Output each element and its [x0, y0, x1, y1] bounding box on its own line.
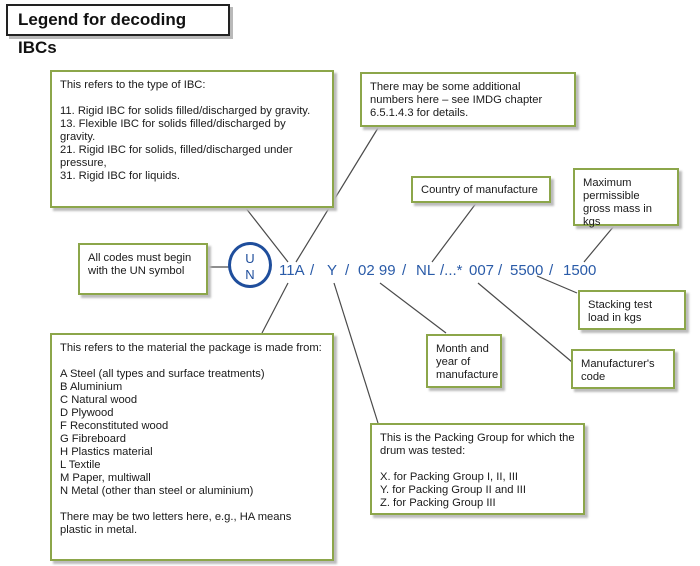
material-box: This refers to the material the package … [50, 333, 334, 561]
code-separator: / [402, 262, 407, 279]
ibc-type-intro: This refers to the type of IBC: [60, 79, 206, 91]
un-symbol-box: All codes must begin with the UN symbol [78, 243, 208, 295]
country-text: Country of manufacture [421, 184, 538, 196]
code-country: NL [416, 262, 436, 279]
month-year-text: Month and year of manufacture [436, 343, 499, 381]
code-separator-ellipsis: /...* [440, 262, 463, 279]
gross-mass-text: Maximum permissible gross mass in kgs [583, 177, 653, 228]
connector-packing-group [333, 282, 379, 424]
material-item: H Plastics material [60, 446, 153, 458]
additional-numbers-text: There may be some additional numbers her… [370, 81, 543, 119]
code-packing-group: Y [327, 262, 338, 279]
connector-gross-mass [583, 225, 615, 263]
additional-numbers-box: There may be some additional numbers her… [360, 72, 576, 127]
code-separator: / [310, 262, 315, 279]
material-note: There may be two letters here, e.g., HA … [60, 511, 292, 536]
manufacturer-box: Manufacturer's code [571, 349, 675, 389]
packing-group-intro: This is the Packing Group for which the … [380, 432, 575, 457]
ibc-type-item: 11. Rigid IBC for solids filled/discharg… [60, 105, 311, 117]
code-gross-mass: 1500 [563, 262, 597, 279]
connector-additional [295, 127, 379, 263]
code-separator: / [498, 262, 503, 279]
code-stacking-load: 5500 [510, 262, 544, 279]
legend-title: Legend for decoding IBCs [6, 4, 230, 57]
packing-group-box: This is the Packing Group for which the … [370, 423, 585, 515]
material-item: A Steel (all types and surface treatment… [60, 368, 265, 380]
packing-group-item: X. for Packing Group I, II, III [380, 471, 519, 483]
connector-material [261, 282, 289, 334]
stacking-text: Stacking test load in kgs [588, 299, 653, 324]
month-year-box: Month and year of manufacture [426, 334, 502, 388]
ibc-type-box: This refers to the type of IBC: 11. Rigi… [50, 70, 334, 208]
connector-ibc-type [244, 206, 289, 263]
un-symbol-icon: U N [228, 242, 272, 288]
material-item: G Fibreboard [60, 433, 126, 445]
material-intro: This refers to the material the package … [60, 342, 322, 354]
material-item: L Textile [60, 459, 101, 471]
gross-mass-box: Maximum permissible gross mass in kgs [573, 168, 679, 228]
material-item: C Natural wood [60, 394, 138, 406]
connector-country [431, 201, 478, 263]
connector-month-year [379, 282, 447, 334]
code-type: 11A [279, 262, 305, 279]
material-item: F Reconstituted wood [60, 420, 169, 432]
ibc-type-item: 31. Rigid IBC for liquids. [60, 170, 181, 182]
connector-stacking [536, 275, 578, 294]
material-item: M Paper, multiwall [60, 472, 151, 484]
country-box: Country of manufacture [411, 176, 551, 203]
code-manufacturer: 007 [469, 262, 495, 279]
material-item: B Aluminium [60, 381, 123, 393]
manufacturer-text: Manufacturer's code [581, 358, 655, 383]
connector-manufacturer [477, 282, 573, 363]
un-symbol-u: U [245, 251, 255, 266]
packing-group-item: Y. for Packing Group II and III [380, 484, 526, 496]
ibc-type-item: 13. Flexible IBC for solids filled/disch… [60, 118, 286, 143]
un-symbol-text: All codes must begin with the UN symbol [88, 252, 192, 277]
un-symbol-n: N [245, 267, 255, 282]
ibc-type-item: 21. Rigid IBC for solids, filled/dischar… [60, 144, 293, 169]
code-separator: / [549, 262, 554, 279]
material-item: D Plywood [60, 407, 114, 419]
material-item: N Metal (other than steel or aluminium) [60, 485, 254, 497]
code-separator: / [345, 262, 350, 279]
packing-group-item: Z. for Packing Group III [380, 497, 496, 509]
code-date: 02 99 [358, 262, 396, 279]
stacking-box: Stacking test load in kgs [578, 290, 686, 330]
